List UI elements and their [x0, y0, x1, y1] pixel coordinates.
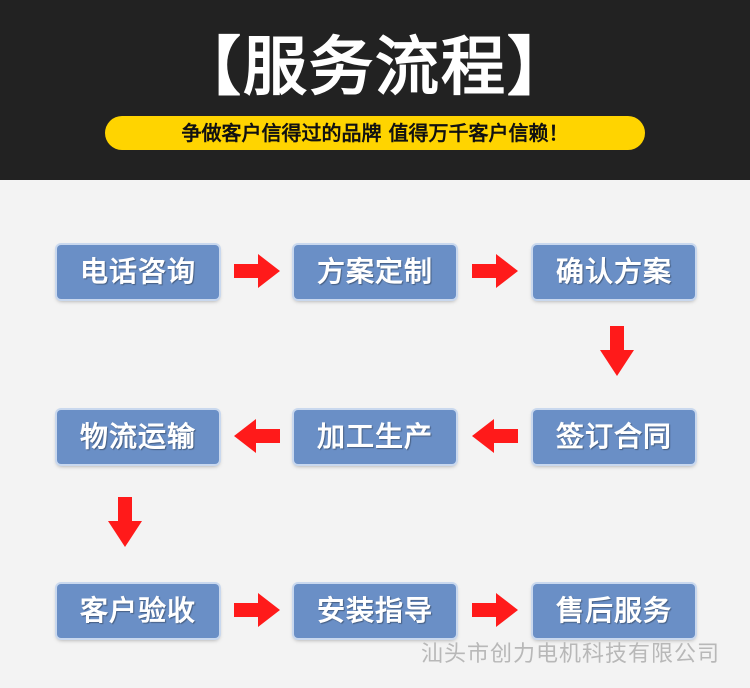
page-title: 【服务流程】 [177, 31, 573, 105]
slogan-pill: 争做客户信得过的品牌 值得万千客户信赖！ [105, 116, 645, 150]
step-confirm-plan: 确认方案 [533, 245, 695, 299]
arrow-left-icon [234, 419, 280, 453]
header-banner: 【服务流程】 争做客户信得过的品牌 值得万千客户信赖！ [0, 0, 750, 180]
step-production: 加工生产 [294, 410, 456, 464]
arrow-right-icon [234, 254, 280, 288]
arrow-right-icon [472, 593, 518, 627]
arrow-right-icon [234, 593, 280, 627]
step-phone-consult: 电话咨询 [57, 245, 219, 299]
step-sign-contract: 签订合同 [533, 410, 695, 464]
arrow-down-icon [600, 326, 634, 376]
step-installation-guide: 安装指导 [294, 584, 456, 638]
arrow-left-icon [472, 419, 518, 453]
step-logistics: 物流运输 [57, 410, 219, 464]
company-watermark: 汕头市创力电机科技有限公司 [420, 642, 720, 667]
step-after-sales: 售后服务 [533, 584, 695, 638]
step-customer-acceptance: 客户验收 [57, 584, 219, 638]
arrow-right-icon [472, 254, 518, 288]
arrow-down-icon [108, 497, 142, 547]
step-plan-customize: 方案定制 [294, 245, 456, 299]
